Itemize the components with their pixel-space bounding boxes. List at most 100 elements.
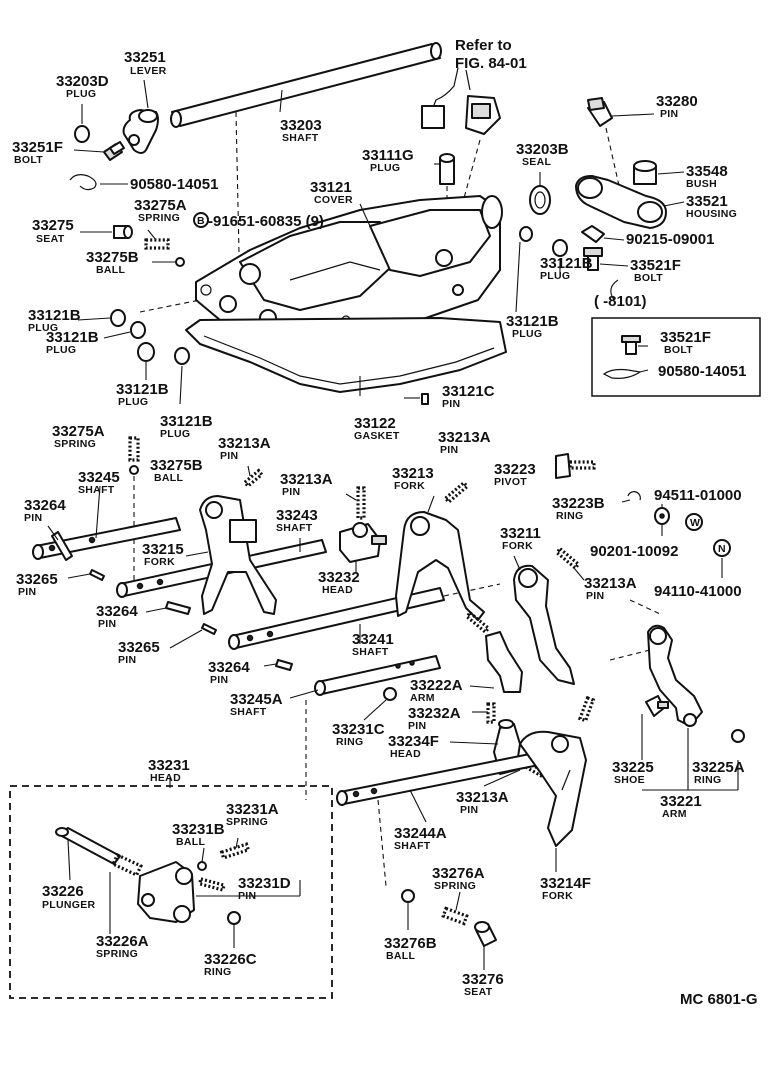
label-33226A: 33226A	[96, 933, 149, 950]
pin-33121C	[421, 393, 429, 405]
label-33245A: 33245A	[230, 691, 283, 708]
label-90215: 90215-09001	[626, 231, 714, 248]
label-33111G: 33111G	[362, 147, 414, 164]
label-33222A-name: ARM	[410, 692, 435, 704]
label-33121B-r2: 33121B	[540, 255, 593, 272]
label-33521F-name: BOLT	[634, 272, 663, 284]
label-33232-name: HEAD	[322, 584, 353, 596]
pin-33213A-2	[356, 486, 366, 520]
gasket-33122	[185, 317, 507, 393]
label-33222A: 33222A	[410, 677, 463, 694]
label-33213-name: FORK	[394, 480, 425, 492]
pin-33213A-1	[242, 468, 265, 489]
label-33232: 33232	[318, 569, 360, 586]
fork-33214F	[519, 730, 587, 847]
label-33275B-2-name: BALL	[154, 472, 183, 484]
label-33231D: 33231D	[238, 875, 291, 892]
label-33234F-name: HEAD	[390, 748, 421, 760]
svg-text:W: W	[690, 517, 700, 529]
plug-33203D	[74, 125, 90, 143]
label-33223: 33223	[494, 461, 536, 478]
label-33213A-5-name: PIN	[460, 804, 478, 816]
label-33275: 33275	[32, 217, 74, 234]
label-33251F-name: BOLT	[14, 154, 43, 166]
label-33265-2-name: PIN	[118, 654, 136, 666]
label-33521F: 33521F	[630, 257, 681, 274]
label-33213A-5: 33213A	[456, 789, 509, 806]
ball-33275B-2	[129, 465, 139, 475]
label-33232A: 33232A	[408, 705, 461, 722]
plug-33121B-l1	[110, 309, 126, 327]
label-33232A-name: PIN	[408, 720, 426, 732]
label-33214F: 33214F	[540, 875, 591, 892]
label-33203D-name: PLUG	[66, 88, 96, 100]
label-33121B-l3: 33121B	[116, 381, 169, 398]
spring-33276A	[441, 906, 469, 926]
ring-33231C	[383, 687, 397, 701]
label-33521F-inset: 33521F	[660, 329, 711, 346]
label-33275A-2: 33275A	[52, 423, 105, 440]
label-33223B: 33223B	[552, 495, 605, 512]
label-33264-2-name: PIN	[98, 618, 116, 630]
pin-33264-3	[275, 659, 293, 671]
label-33251F: 33251F	[12, 139, 63, 156]
label-33264-3: 33264	[208, 659, 250, 676]
label-33280: 33280	[656, 93, 698, 110]
label-33226A-name: SPRING	[96, 948, 138, 960]
label-33213A-2-name: PIN	[282, 486, 300, 498]
pin-33265-1	[89, 569, 105, 581]
label-33548-name: BUSH	[686, 178, 717, 190]
label-33275B-name: BALL	[96, 264, 125, 276]
label-33121B-r1-name: PLUG	[512, 328, 542, 340]
label-33231: 33231	[148, 757, 190, 774]
ring-33225A	[731, 729, 745, 743]
pin-33265-2	[201, 623, 217, 635]
label-33264-1-name: PIN	[24, 512, 42, 524]
label-33111G-name: PLUG	[370, 162, 400, 174]
label-33225A-name: RING	[694, 774, 721, 786]
label-33121B-l3-name: PLUG	[118, 396, 148, 408]
label-range-note: ( -8101)	[594, 293, 647, 310]
label-33265-2: 33265	[118, 639, 160, 656]
head-33231-body	[137, 861, 195, 923]
washer-marker: W	[685, 513, 703, 531]
shaft-33241	[228, 587, 445, 650]
label-33245-name: SHAFT	[78, 484, 115, 496]
seat-33276	[474, 921, 497, 947]
label-33221: 33221	[660, 793, 702, 810]
label-33121C: 33121C	[442, 383, 495, 400]
plug-33111G	[439, 153, 455, 185]
label-90580-a: 90580-14051	[130, 176, 218, 193]
label-33275A-name: SPRING	[138, 212, 180, 224]
label-33213A-2: 33213A	[280, 471, 333, 488]
svg-text:B: B	[197, 215, 205, 227]
spring-clip-90580-a	[69, 174, 97, 191]
label-33264-1: 33264	[24, 497, 66, 514]
label-33276A-name: SPRING	[434, 880, 476, 892]
spring-33275A-2	[128, 436, 140, 462]
arm-33221	[647, 624, 703, 727]
lever-33251	[122, 109, 159, 154]
label-33245: 33245	[78, 469, 120, 486]
label-33211-name: FORK	[502, 540, 533, 552]
shaft-33203	[170, 42, 442, 128]
label-33231B-name: BALL	[176, 836, 205, 848]
label-33276A: 33276A	[432, 865, 485, 882]
label-33251: 33251	[124, 49, 166, 66]
ring-33223B	[627, 491, 641, 501]
label-33121B-l4: 33121B	[160, 413, 213, 430]
plug-33121B-l3	[137, 342, 155, 362]
label-33280-name: PIN	[660, 108, 678, 120]
label-33213: 33213	[392, 465, 434, 482]
pivot-33223	[555, 453, 596, 479]
label-33213A-3-name: PIN	[440, 444, 458, 456]
pin-upper-fork	[577, 695, 596, 723]
label-33213A-3: 33213A	[438, 429, 491, 446]
label-33275B: 33275B	[86, 249, 139, 266]
label-33265-1-name: PIN	[18, 586, 36, 598]
shaft-33244A	[336, 751, 545, 806]
label-33275A-2-name: SPRING	[54, 438, 96, 450]
label-90201: 90201-10092	[590, 543, 678, 560]
ball-33275B	[175, 257, 185, 267]
label-33231C-name: RING	[336, 736, 363, 748]
